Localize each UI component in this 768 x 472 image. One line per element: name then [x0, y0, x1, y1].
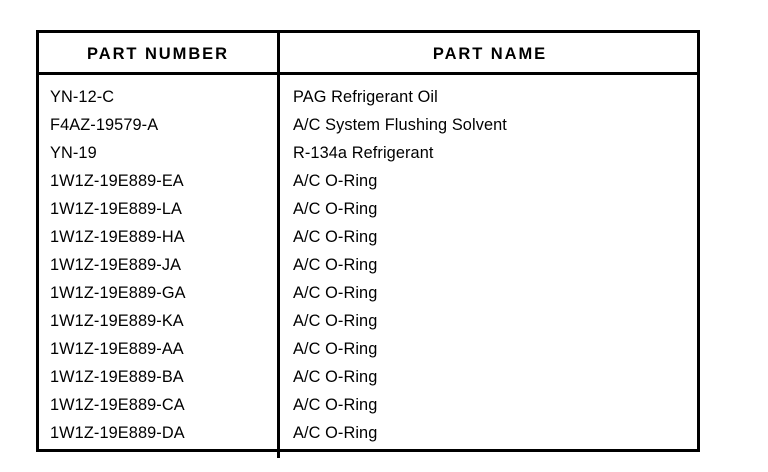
table-row: 1W1Z-19E889-EA A/C O-Ring	[39, 167, 697, 195]
cell-part-number: 1W1Z-19E889-AA	[50, 339, 184, 358]
cell-part-name: A/C O-Ring	[293, 227, 378, 246]
parts-table: PART NUMBER PART NAME YN-12-C PAG Refrige…	[36, 30, 700, 458]
table-row: 1W1Z-19E889-DA A/C O-Ring	[39, 419, 697, 447]
table-row: 1W1Z-19E889-BA A/C O-Ring	[39, 363, 697, 391]
cell-part-number: 1W1Z-19E889-EA	[50, 171, 184, 190]
table-row: YN-12-C PAG Refrigerant Oil	[39, 83, 697, 111]
table-row: 1W1Z-19E889-JA A/C O-Ring	[39, 251, 697, 279]
table-row: 1W1Z-19E889-AA A/C O-Ring	[39, 335, 697, 363]
cell-part-name: A/C O-Ring	[293, 283, 378, 302]
cell-part-name: A/C O-Ring	[293, 311, 378, 330]
cell-part-name: A/C O-Ring	[293, 255, 378, 274]
table-row: 1W1Z-19E889-GA A/C O-Ring	[39, 279, 697, 307]
table-row: 1W1Z-19E889-LA A/C O-Ring	[39, 195, 697, 223]
cell-part-number: 1W1Z-19E889-JA	[50, 255, 182, 274]
cell-part-name: A/C O-Ring	[293, 423, 378, 442]
cell-part-number: 1W1Z-19E889-HA	[50, 227, 185, 246]
table-row: YN-19 R-134a Refrigerant	[39, 139, 697, 167]
table-row: 1W1Z-19E889-CA A/C O-Ring	[39, 391, 697, 419]
cell-part-number: YN-19	[50, 143, 97, 162]
cell-part-name: A/C System Flushing Solvent	[293, 115, 507, 134]
cell-part-number: 1W1Z-19E889-LA	[50, 199, 182, 218]
cell-part-number: YN-12-C	[50, 87, 115, 106]
cell-part-name: A/C O-Ring	[293, 367, 378, 386]
table-row: 1W1Z-19E889-HA A/C O-Ring	[39, 223, 697, 251]
table-header-row: PART NUMBER PART NAME	[39, 33, 697, 75]
cell-part-number: F4AZ-19579-A	[50, 115, 159, 134]
cell-part-name: A/C O-Ring	[293, 171, 378, 190]
table-row: F4AZ-19579-A A/C System Flushing Solvent	[39, 111, 697, 139]
cell-part-name: A/C O-Ring	[293, 339, 378, 358]
cell-part-number: 1W1Z-19E889-KA	[50, 311, 184, 330]
column-divider	[277, 30, 280, 458]
cell-part-name: PAG Refrigerant Oil	[293, 87, 438, 106]
cell-part-number: 1W1Z-19E889-GA	[50, 283, 186, 302]
cell-part-name: R-134a Refrigerant	[293, 143, 434, 162]
cell-part-number: 1W1Z-19E889-CA	[50, 395, 185, 414]
cell-part-name: A/C O-Ring	[293, 199, 378, 218]
table-row: 1W1Z-19E889-KA A/C O-Ring	[39, 307, 697, 335]
cell-part-name: A/C O-Ring	[293, 395, 378, 414]
column-header-part-number: PART NUMBER	[87, 44, 229, 63]
cell-part-number: 1W1Z-19E889-DA	[50, 423, 185, 442]
cell-part-number: 1W1Z-19E889-BA	[50, 367, 184, 386]
column-header-part-name: PART NAME	[432, 44, 548, 63]
